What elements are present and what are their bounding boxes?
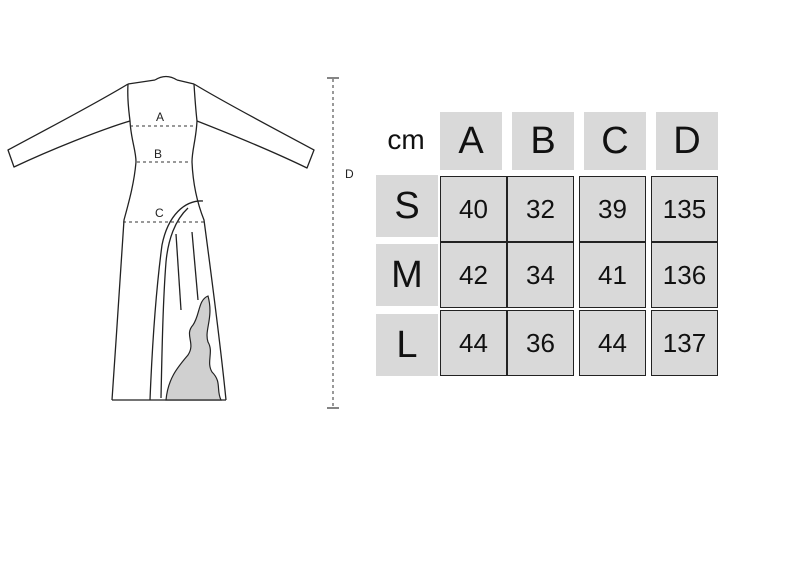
cell-m-a: 42: [440, 242, 507, 308]
cell-m-d: 136: [651, 242, 718, 308]
cell-l-d: 137: [651, 310, 718, 376]
label-d: D: [345, 167, 354, 181]
label-b: B: [154, 147, 162, 161]
column-header-c: C: [584, 112, 646, 170]
cell-s-a: 40: [440, 176, 507, 242]
cell-s-d: 135: [651, 176, 718, 242]
cell-s-c: 39: [579, 176, 646, 242]
label-c: C: [155, 206, 164, 220]
ruffle-trim: [165, 295, 222, 401]
cell-l-b: 36: [507, 310, 574, 376]
column-header-d: D: [656, 112, 718, 170]
row-header-s: S: [376, 175, 438, 237]
label-a: A: [156, 110, 164, 124]
dress-diagram: A B C D: [7, 75, 354, 409]
column-header-b: B: [512, 112, 574, 170]
row-header-m: M: [376, 244, 438, 306]
cell-l-a: 44: [440, 310, 507, 376]
unit-label: cm: [387, 124, 425, 155]
measurement-lines: [123, 79, 334, 407]
row-header-l: L: [376, 314, 438, 376]
cell-s-b: 32: [507, 176, 574, 242]
cell-m-c: 41: [579, 242, 646, 308]
cell-l-c: 44: [579, 310, 646, 376]
dress-outline: [7, 75, 315, 401]
column-header-a: A: [440, 112, 502, 170]
cell-m-b: 34: [507, 242, 574, 308]
